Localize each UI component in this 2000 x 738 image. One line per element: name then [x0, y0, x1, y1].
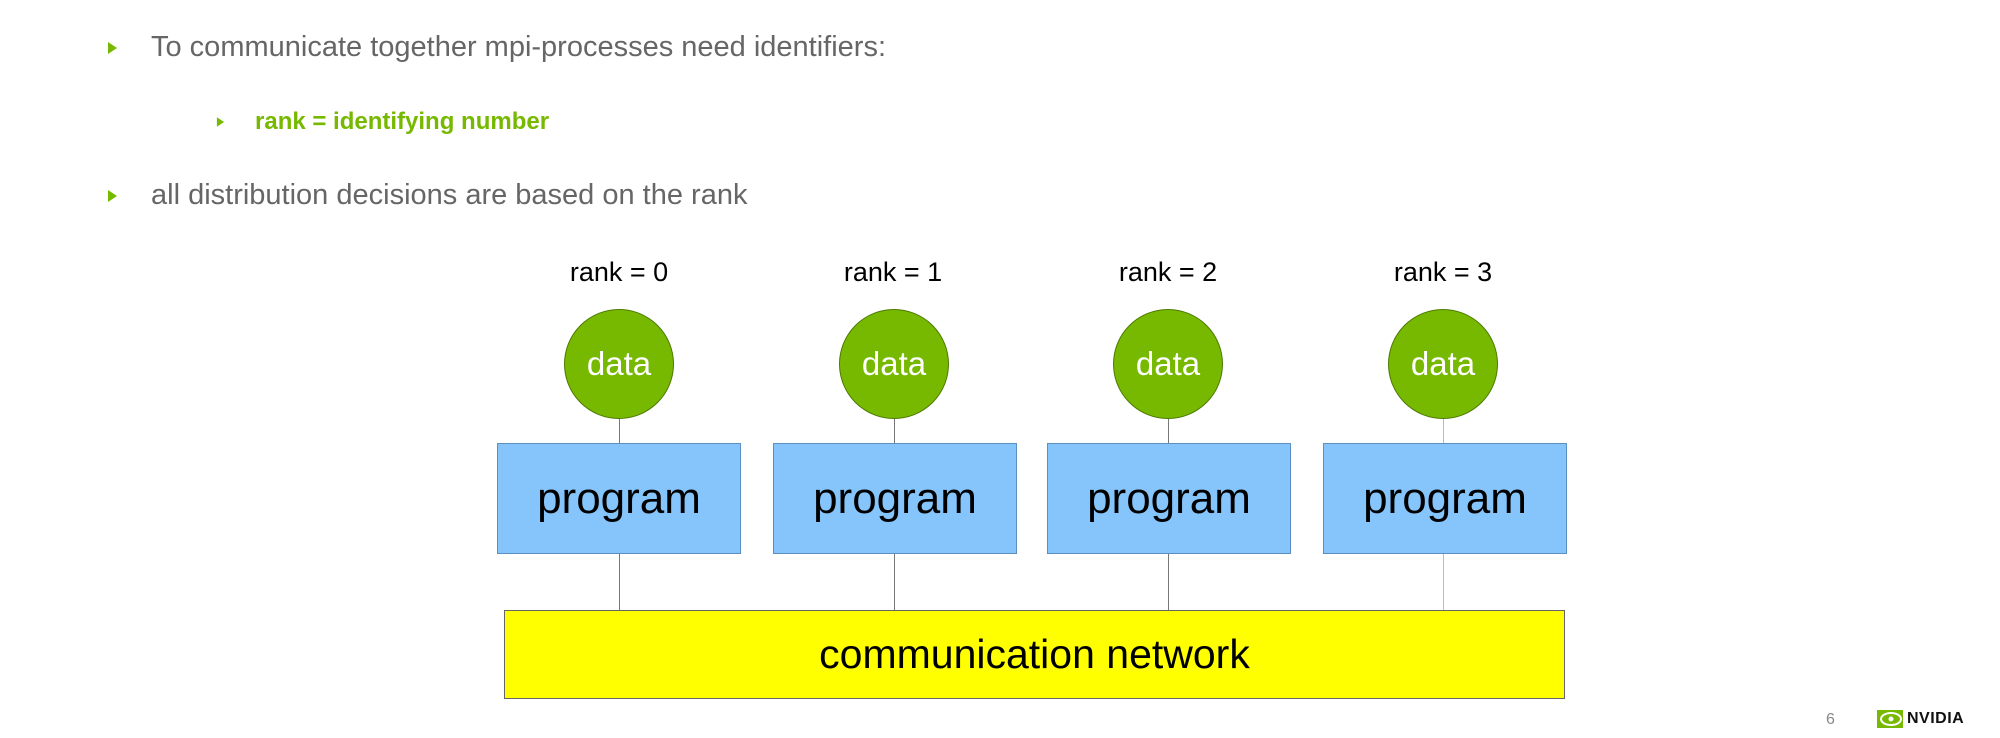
communication-network-box: communication network — [504, 610, 1565, 699]
page-number: 6 — [1826, 711, 1835, 728]
program-box: program — [1047, 443, 1291, 554]
program-box: program — [497, 443, 741, 554]
data-circle: data — [1113, 309, 1223, 419]
bullet-icon — [216, 117, 225, 127]
program-box: program — [1323, 443, 1567, 554]
bullet-text-highlight: rank = identifying number — [255, 108, 550, 135]
bullet-icon — [108, 42, 117, 54]
connector-line — [1168, 554, 1169, 610]
program-box: program — [773, 443, 1017, 554]
connector-line — [619, 418, 620, 443]
rank-label: rank = 0 — [569, 257, 669, 287]
data-circle: data — [1388, 309, 1498, 419]
rank-label: rank = 2 — [1118, 257, 1218, 287]
bullet-text: all distribution decisions are based on … — [151, 179, 748, 211]
rank-label: rank = 3 — [1393, 257, 1493, 287]
data-circle: data — [564, 309, 674, 419]
rank-label: rank = 1 — [843, 257, 943, 287]
connector-line — [1168, 418, 1169, 443]
bullet-icon — [108, 190, 117, 202]
connector-line — [1443, 554, 1444, 610]
connector-line — [619, 554, 620, 610]
connector-line — [894, 418, 895, 443]
nvidia-logo: NVIDIA — [1877, 710, 1964, 728]
connector-line — [1443, 418, 1444, 443]
connector-line — [894, 554, 895, 610]
bullet-text: To communicate together mpi-processes ne… — [151, 31, 887, 63]
data-circle: data — [839, 309, 949, 419]
nvidia-eye-icon — [1877, 710, 1903, 728]
